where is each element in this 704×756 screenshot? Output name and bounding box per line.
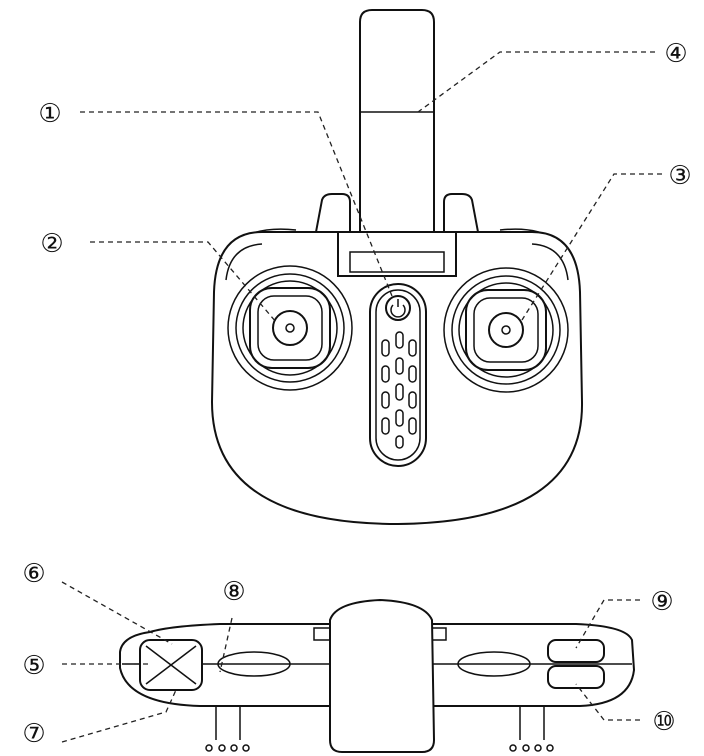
callout-labels: ① ② ③ ④ ⑤ ⑥ ⑦ ⑧ ⑨ ⑩ [22, 39, 691, 749]
power-icon [390, 299, 406, 318]
right-shoulder-button[interactable] [443, 193, 480, 233]
callout-7: ⑦ [22, 719, 45, 749]
callout-6: ⑥ [22, 559, 45, 589]
lower-right-button[interactable] [547, 665, 605, 689]
left-foot [205, 704, 250, 752]
top-view [119, 598, 636, 753]
left-shoulder-button[interactable] [314, 193, 351, 233]
right-joystick[interactable] [443, 267, 569, 393]
callout-10: ⑩ [652, 707, 675, 737]
callout-4: ④ [664, 39, 687, 69]
right-foot [509, 704, 554, 752]
left-joystick[interactable] [227, 265, 353, 391]
callout-3: ③ [668, 161, 691, 191]
phone-holder [359, 9, 435, 249]
speaker-grille [381, 331, 417, 449]
center-panel [369, 283, 427, 467]
left-trigger-oval[interactable] [217, 651, 291, 677]
holder-base [337, 231, 457, 277]
callout-8: ⑧ [222, 577, 245, 607]
front-view [210, 9, 584, 526]
callout-5: ⑤ [22, 651, 45, 681]
callout-1: ① [38, 99, 61, 129]
power-button[interactable] [385, 295, 411, 321]
right-trigger-oval[interactable] [457, 651, 531, 677]
folded-phone-holder [329, 598, 436, 753]
right-buttons [547, 639, 605, 689]
callout-2: ② [40, 229, 63, 259]
upper-right-button[interactable] [547, 639, 605, 663]
callout-9: ⑨ [650, 587, 673, 617]
leader-lines [61, 51, 662, 743]
direction-pad[interactable] [139, 639, 203, 691]
